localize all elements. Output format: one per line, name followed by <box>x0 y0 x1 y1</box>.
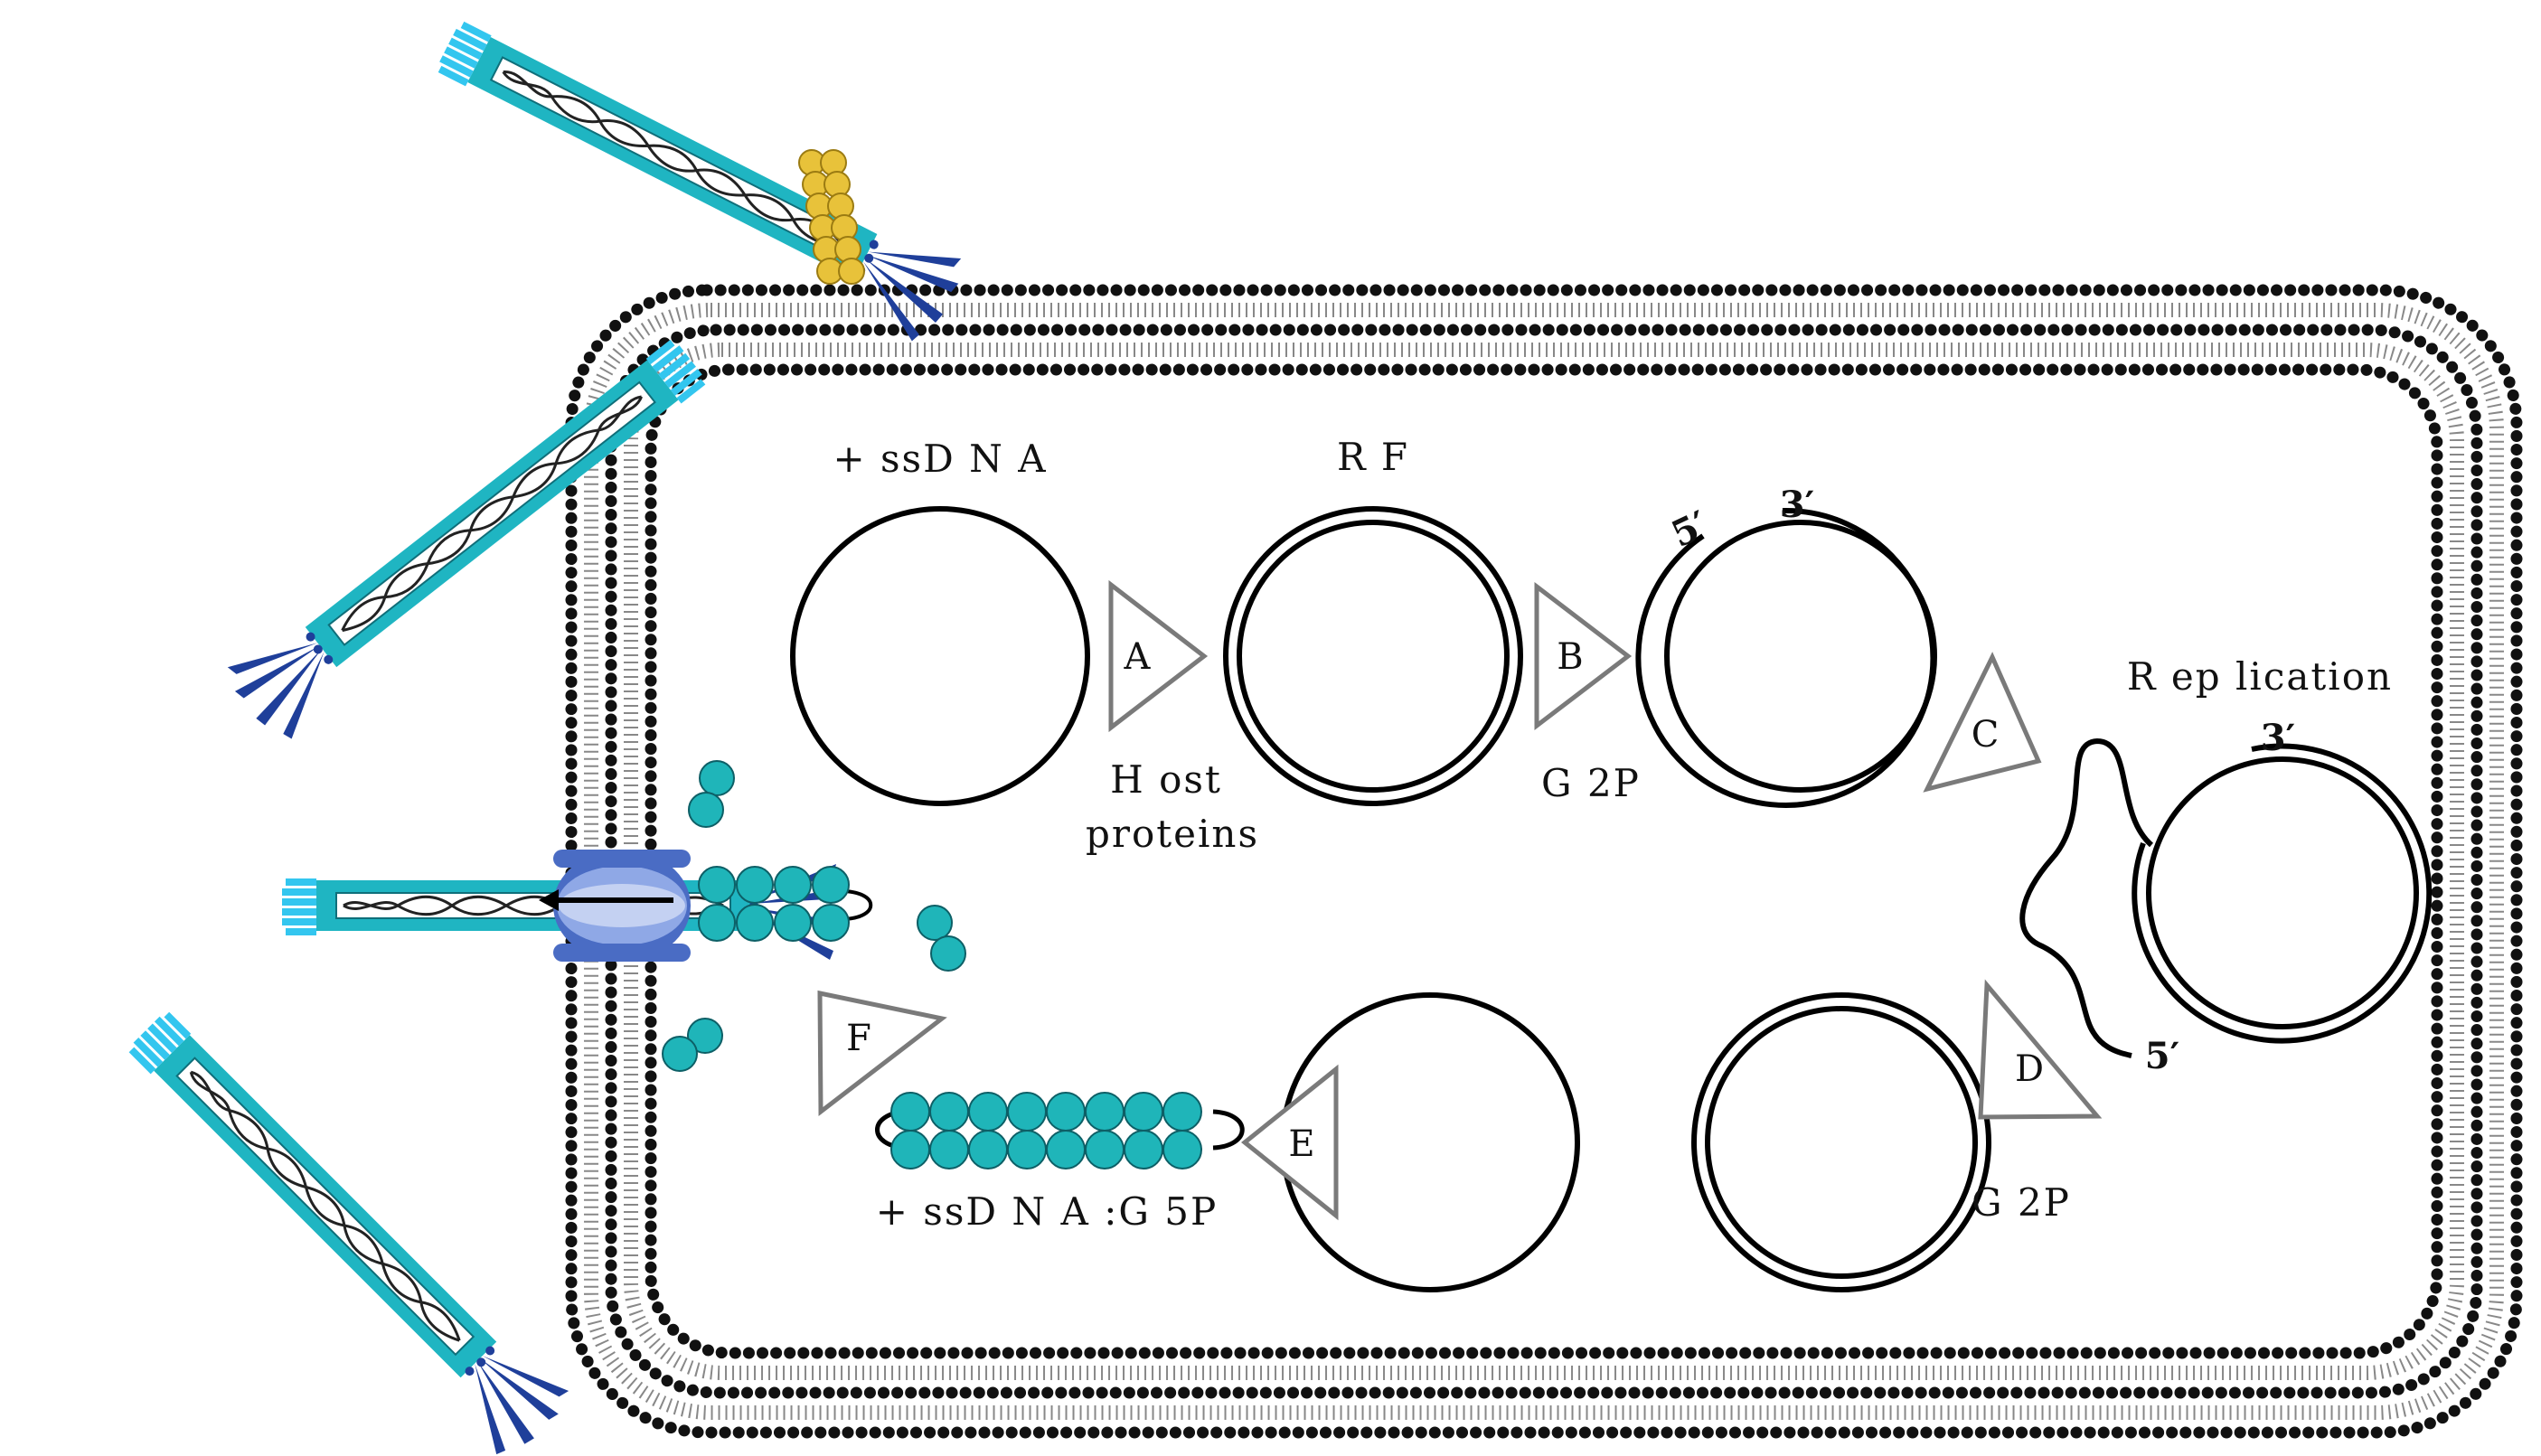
label-replication: R ep lication <box>2127 654 2393 699</box>
step-arrow-f: F <box>817 990 947 1117</box>
label-g2p-bottom: G 2P <box>1972 1180 2071 1225</box>
step-arrow-a: A <box>1108 579 1209 733</box>
label-ssdna: + ssD N A <box>833 437 1047 481</box>
ssdna-circle <box>790 506 1090 806</box>
label-g2p-top: G 2P <box>1541 761 1641 805</box>
label-three-prime-replication: 3′ <box>2261 717 2295 759</box>
phage-particle-left-lower <box>108 998 577 1456</box>
replicating-circle <box>2019 737 2433 1058</box>
step-arrow-d: D <box>1978 979 2103 1120</box>
rf-circle-bottom <box>1691 992 1991 1292</box>
label-five-prime-nicked: 5′ <box>1665 503 1715 556</box>
label-ssdna-g5p: + ssD N A :G 5P <box>876 1189 1219 1234</box>
pilus <box>798 149 865 285</box>
step-arrow-e: E <box>1241 1064 1339 1221</box>
nicked-rf-circle <box>1635 507 1937 808</box>
secretion-pore <box>539 850 691 962</box>
phage-particle-top <box>422 5 971 350</box>
g5p-complex-exiting <box>698 866 873 942</box>
ssdna-g5p-complex <box>875 1092 1245 1169</box>
step-label-d: D <box>2015 1048 2044 1090</box>
label-host-proteins-line2: proteins <box>1086 812 1259 856</box>
label-three-prime-nicked: 3′ <box>1780 484 1814 526</box>
step-label-f: F <box>846 1018 871 1059</box>
step-label-a: A <box>1124 636 1152 678</box>
rf-circle <box>1223 506 1523 806</box>
label-host-proteins-line1: H ost <box>1110 757 1222 802</box>
label-five-prime-replication: 5′ <box>2145 1035 2179 1077</box>
step-label-e: E <box>1288 1123 1314 1165</box>
label-rf: R F <box>1337 435 1409 479</box>
step-arrow-c: C <box>1923 652 2042 793</box>
step-label-c: C <box>1972 714 2000 756</box>
free-g5p-dimers <box>662 760 966 1072</box>
step-arrow-b: B <box>1534 581 1633 731</box>
step-label-b: B <box>1557 636 1583 678</box>
